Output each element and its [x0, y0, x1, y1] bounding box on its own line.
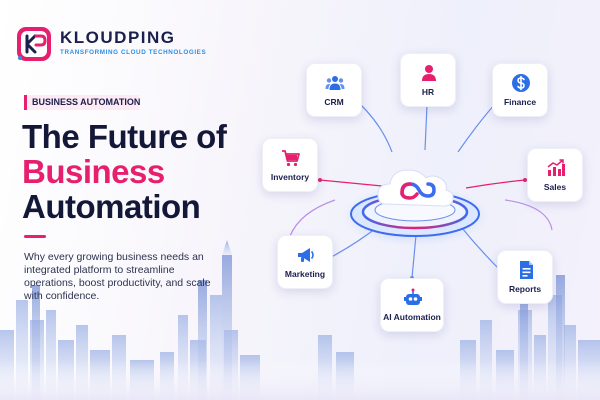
module-label: HR	[421, 87, 435, 97]
title-line-3: Automation	[22, 188, 201, 225]
dollar-icon	[512, 74, 530, 92]
module-card-sales[interactable]: Sales	[527, 148, 583, 202]
module-label: Finance	[503, 97, 537, 107]
brand-tagline: TRANSFORMING CLOUD TECHNOLOGIES	[60, 49, 207, 56]
module-card-reports[interactable]: Reports	[497, 250, 553, 304]
city-skyline-illustration	[0, 240, 600, 400]
bar-chart-icon	[547, 159, 565, 176]
title-divider	[24, 235, 46, 238]
cloud-hub-icon	[341, 169, 489, 246]
module-card-hr[interactable]: HR	[400, 53, 456, 107]
title-line-1: The Future of	[22, 118, 227, 155]
document-icon	[520, 261, 533, 279]
brand-logo[interactable]: KLOUDPING TRANSFORMING CLOUD TECHNOLOGIE…	[14, 24, 214, 68]
cart-icon	[282, 150, 300, 167]
module-card-ai-automation[interactable]: AI Automation	[380, 278, 444, 332]
module-card-inventory[interactable]: Inventory	[262, 138, 318, 192]
module-card-marketing[interactable]: Marketing	[277, 235, 333, 289]
module-card-finance[interactable]: Finance	[492, 63, 548, 117]
title-line-2: Business	[22, 153, 165, 190]
people-icon	[325, 76, 345, 90]
robot-icon	[404, 288, 422, 305]
kloudping-logo-icon	[17, 27, 51, 61]
module-label: AI Automation	[383, 312, 441, 322]
page-title: The Future of Business Automation	[22, 118, 227, 225]
module-label: Inventory	[270, 172, 310, 182]
megaphone-icon	[298, 248, 314, 262]
module-card-crm[interactable]: CRM	[306, 63, 362, 117]
hero-description: Why every growing business needs an inte…	[24, 251, 211, 302]
module-label: Sales	[543, 182, 567, 192]
module-label: Reports	[508, 284, 542, 294]
brand-name: KLOUDPING	[60, 28, 176, 47]
person-icon	[422, 65, 436, 81]
module-label: Marketing	[284, 269, 326, 279]
category-tag: BUSINESS AUTOMATION	[24, 95, 140, 110]
module-label: CRM	[324, 97, 344, 107]
